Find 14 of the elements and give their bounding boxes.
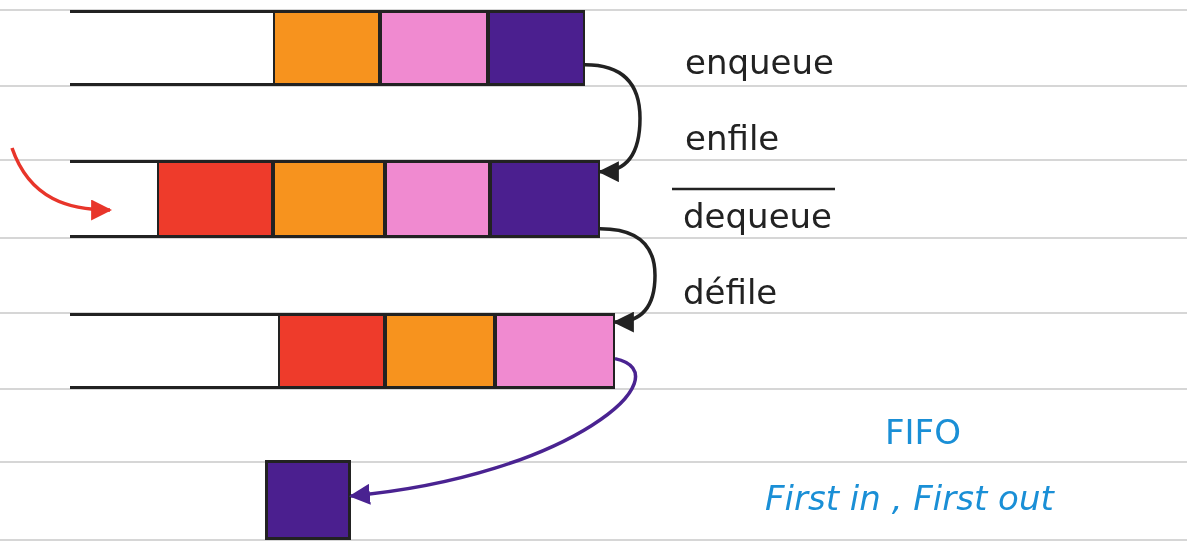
operation-label: défile xyxy=(683,272,778,312)
arrow xyxy=(599,226,657,332)
acronym-label: FIFO xyxy=(885,412,961,452)
dequeued-cell xyxy=(265,460,351,540)
acronym-expansion: First in , First out xyxy=(765,478,1054,518)
queue-track xyxy=(70,160,600,238)
arrow xyxy=(348,356,637,505)
arrow xyxy=(10,147,113,221)
queue-track xyxy=(70,10,585,86)
operation-label: enfile xyxy=(685,118,780,158)
operation-label: dequeue xyxy=(683,196,832,236)
operation-label: enqueue xyxy=(685,42,834,82)
arrow xyxy=(584,62,642,182)
queue-track xyxy=(70,313,615,389)
